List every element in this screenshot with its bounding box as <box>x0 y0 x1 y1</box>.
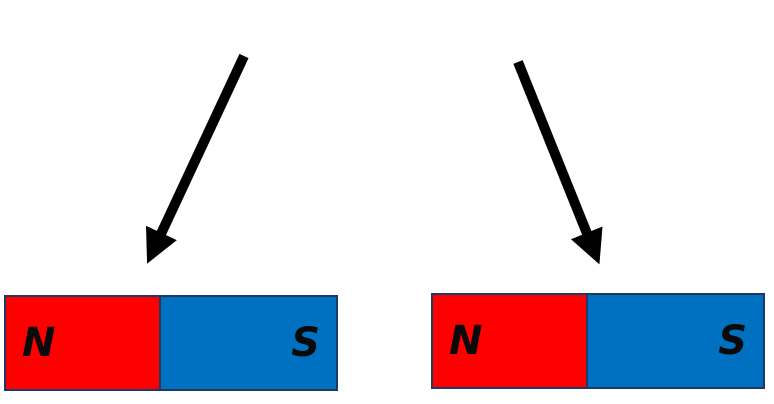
arrow-left <box>146 53 249 264</box>
south-pole-right: S <box>588 295 763 387</box>
south-label-left: S <box>291 320 320 366</box>
north-pole-left: N <box>6 297 161 389</box>
north-pole-right: N <box>433 295 588 387</box>
bar-magnet-left: N S <box>4 295 338 391</box>
bar-magnet-right: N S <box>431 293 765 389</box>
arrow-right <box>513 60 603 265</box>
north-label-right: N <box>449 318 483 364</box>
south-label-right: S <box>718 318 747 364</box>
south-pole-left: S <box>161 297 336 389</box>
north-label-left: N <box>22 320 56 366</box>
